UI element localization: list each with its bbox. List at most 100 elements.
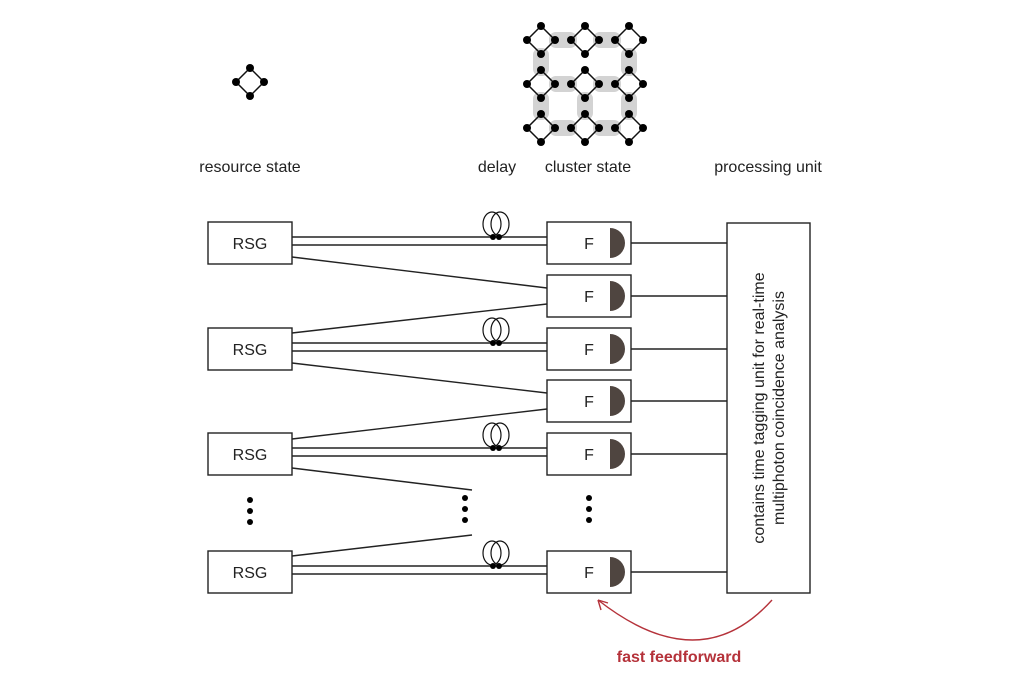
qubit-node [232, 78, 240, 86]
qubit-node [537, 50, 545, 58]
qubit-node [260, 78, 268, 86]
delay-label: delay [478, 159, 516, 176]
qubit-node [567, 80, 575, 88]
fusion-link-horizontal [593, 76, 621, 92]
qubit-node [567, 36, 575, 44]
qubit-node [551, 36, 559, 44]
graph-edges [234, 66, 266, 98]
processing-unit-text-line1: contains time tagging unit for real-time [751, 272, 768, 543]
fusion-line [291, 408, 548, 440]
cluster-state-label: cluster state [545, 159, 631, 176]
qubit-node [246, 64, 254, 72]
qubit-node [537, 138, 545, 146]
qubit-node [537, 110, 545, 118]
qubit-node [625, 22, 633, 30]
rsg-box [207, 550, 293, 594]
vertical-ellipsis-icon [586, 495, 592, 523]
fiber-delay-loop-icon [482, 211, 510, 240]
detector-icon [610, 557, 625, 587]
detector-icon [610, 281, 625, 311]
qubit-node [581, 138, 589, 146]
processing-unit-box [726, 222, 811, 594]
processing-unit-label: processing unit [714, 159, 822, 176]
vertical-ellipsis-icon [247, 497, 253, 525]
qubit-node [246, 92, 254, 100]
processing-unit-text-line2: multiphoton coincidence analysis [771, 291, 788, 525]
fusion-line [291, 467, 473, 491]
rsg-box [207, 221, 293, 265]
fusion-label: F [584, 236, 594, 253]
rsg-label: RSG [233, 236, 268, 253]
qubit-node [523, 124, 531, 132]
qubit-node [639, 36, 647, 44]
qubit-node [567, 124, 575, 132]
qubit-node [537, 94, 545, 102]
fusion-line [291, 256, 548, 289]
fusion-label: F [584, 289, 594, 306]
fusion-link-vertical [533, 48, 549, 76]
qubit-node [625, 138, 633, 146]
rsg-box [207, 432, 293, 476]
fiber-delay-loop-icon [482, 317, 510, 346]
qubit-node [595, 36, 603, 44]
qubit-node [537, 66, 545, 74]
qubit-node [595, 80, 603, 88]
fiber-delay-loop-icon [482, 422, 510, 451]
qubit-node [625, 66, 633, 74]
cluster-diamond [523, 22, 559, 58]
qubit-node [611, 124, 619, 132]
fusion-label: F [584, 447, 594, 464]
fusion-link-horizontal [549, 32, 577, 48]
rsg-box [207, 327, 293, 371]
cluster-diamond [611, 110, 647, 146]
qubit-node [595, 124, 603, 132]
qubit-node [551, 80, 559, 88]
qubit-node [611, 36, 619, 44]
qubit-node [581, 50, 589, 58]
fusion-link-horizontal [593, 120, 621, 136]
qubit-node [581, 94, 589, 102]
fusion-label: F [584, 342, 594, 359]
fusion-line [291, 303, 548, 334]
fusion-link-horizontal [593, 32, 621, 48]
detector-icon [610, 386, 625, 416]
cluster-diamond [523, 110, 559, 146]
fusion-line [291, 362, 548, 394]
feedforward-arrowhead-icon [597, 599, 609, 611]
qubit-node [523, 80, 531, 88]
fusion-link-horizontal [549, 120, 577, 136]
fusion-link-horizontal [549, 76, 577, 92]
detector-icon [610, 334, 625, 364]
qubit-node [625, 50, 633, 58]
fusion-label: F [584, 394, 594, 411]
qubit-node [625, 110, 633, 118]
qubit-node [537, 22, 545, 30]
resource-state-graph [232, 64, 268, 100]
vertical-ellipsis-icon [462, 495, 468, 523]
qubit-node [523, 36, 531, 44]
cluster-diamond [567, 66, 603, 102]
qubit-node [581, 110, 589, 118]
cluster-diamond [567, 22, 603, 58]
fusion-link-vertical [533, 92, 549, 120]
qubit-node [581, 22, 589, 30]
rsg-label: RSG [233, 447, 268, 464]
fusion-link-vertical [621, 48, 637, 76]
fusion-label: F [584, 565, 594, 582]
fusion-link-vertical [577, 92, 593, 120]
detector-icon [610, 439, 625, 469]
fusion-link-vertical [621, 92, 637, 120]
detector-icon [610, 228, 625, 258]
fiber-delay-loop-icon [482, 540, 510, 569]
rsg-label: RSG [233, 342, 268, 359]
qubit-node [611, 80, 619, 88]
resource-state-label: resource state [199, 159, 300, 176]
qubit-node [551, 124, 559, 132]
qubit-node [639, 124, 647, 132]
cluster-diamond [611, 66, 647, 102]
qubit-node [639, 80, 647, 88]
qubit-node [625, 94, 633, 102]
cluster-diamond [567, 110, 603, 146]
